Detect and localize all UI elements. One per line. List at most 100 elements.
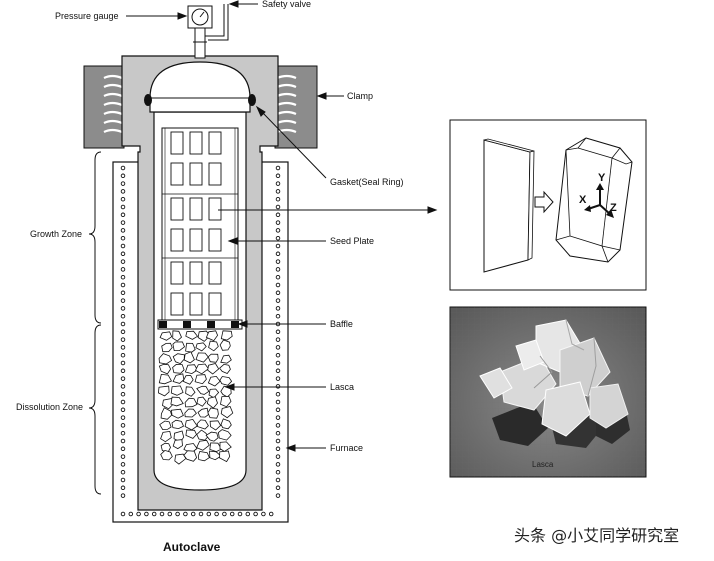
heater-dot: [275, 267, 281, 272]
seed-plates: [162, 131, 238, 316]
lasca-piece: [171, 419, 185, 430]
lasca-piece: [197, 451, 210, 462]
clamp-thread: [276, 119, 297, 125]
heater-dot: [275, 306, 281, 311]
lasca-piece: [172, 373, 185, 384]
clamp-thread: [276, 110, 297, 116]
seed-plate: [170, 228, 184, 252]
lasca-piece: [183, 351, 195, 364]
heater-dot: [261, 511, 266, 517]
lasca-piece: [208, 340, 219, 352]
lasca-piece: [219, 339, 231, 351]
heater-dot: [275, 368, 281, 374]
clamp-thread: [276, 74, 297, 80]
heater-dot: [275, 345, 281, 350]
heater-dot: [183, 511, 188, 517]
clamp-threads: [103, 74, 297, 134]
clamp-thread: [103, 83, 123, 89]
heater-dot: [120, 345, 126, 350]
lasca-piece: [207, 363, 220, 375]
label-gasket: Gasket(Seal Ring): [330, 177, 404, 187]
lasca-piece: [207, 353, 219, 363]
heater-dot: [268, 511, 274, 517]
baffle-block: [231, 321, 239, 328]
clamp-thread: [276, 83, 297, 89]
heater-dot: [120, 454, 126, 459]
lasca-piece: [205, 330, 219, 342]
lasca-piece: [220, 395, 232, 408]
lasca-piece: [220, 354, 232, 364]
heater-dot: [120, 485, 126, 491]
lasca-piece: [159, 331, 173, 341]
label-safety-valve: Safety valve: [262, 0, 311, 9]
lasca-piece: [207, 407, 219, 419]
seed-plate: [189, 228, 203, 252]
lasca-piece: [220, 418, 232, 430]
lasca-piece: [172, 363, 185, 374]
heater-dot: [120, 189, 126, 194]
seed-plate: [189, 292, 203, 316]
lasca-piece: [184, 408, 197, 418]
dome-lid: [149, 61, 251, 113]
lasca-piece: [196, 396, 207, 407]
lasca-piece: [170, 385, 184, 396]
axis-label-y: Y: [598, 172, 606, 184]
heater-dot: [120, 298, 126, 303]
heater-dot: [120, 469, 126, 475]
seed-plate: [170, 162, 184, 186]
lasca-piece: [184, 397, 198, 408]
heater-dot: [275, 477, 281, 483]
crystal-inset: Y X Z: [449, 119, 647, 291]
lasca-piece: [195, 352, 209, 363]
seed-frame: [161, 127, 239, 321]
seed-plate: [208, 162, 222, 186]
growth-zone-brace: [88, 151, 102, 324]
heater-dot: [275, 181, 281, 186]
seed-plate: [189, 131, 203, 155]
lasca-piece: [159, 420, 172, 431]
heater-dot: [275, 430, 281, 436]
lasca-piece: [170, 396, 184, 407]
lasca-piece: [174, 453, 187, 465]
lasca-piece: [185, 330, 199, 340]
leader-lines: [126, 0, 438, 452]
seed-plate: [208, 292, 222, 316]
axis-label-z: Z: [610, 202, 617, 214]
lasca-piece: [196, 419, 209, 430]
heater-dot: [275, 454, 281, 459]
heater-dot: [144, 511, 149, 517]
heater-dot: [120, 306, 126, 311]
heater-dot: [120, 181, 126, 186]
heater-dot: [120, 511, 126, 517]
lasca-piece: [158, 373, 173, 385]
lasca-piece: [161, 342, 173, 353]
lasca-piece: [197, 330, 211, 342]
clamp-right: [274, 65, 318, 149]
lasca-piece: [196, 385, 210, 395]
heater-dot: [275, 399, 281, 405]
heater-dot: [120, 165, 126, 171]
seed-plate: [208, 261, 222, 285]
heater-dot: [275, 165, 281, 171]
lasca-piece: [219, 363, 231, 374]
lasca-piece: [220, 406, 234, 419]
heater-dot: [120, 228, 126, 233]
heater-dot: [275, 243, 281, 249]
heater-dot: [120, 259, 126, 264]
heater-dot: [222, 511, 227, 517]
lasca-piece: [209, 442, 223, 453]
seed-plate-illustration: [483, 139, 531, 273]
lasca-piece: [157, 385, 170, 397]
baffle: [157, 319, 243, 330]
lasca-piece: [160, 407, 173, 420]
baffle-block: [183, 321, 191, 328]
seed-plate: [170, 131, 184, 155]
heater-dot: [190, 511, 196, 517]
heater-dot: [120, 423, 126, 428]
label-lasca: Lasca: [330, 382, 354, 392]
heater-dot: [120, 368, 126, 374]
heater-dot: [275, 337, 281, 342]
heater-dot: [120, 235, 126, 241]
label-seed-plate: Seed Plate: [330, 236, 374, 246]
heater-dot: [120, 407, 126, 413]
